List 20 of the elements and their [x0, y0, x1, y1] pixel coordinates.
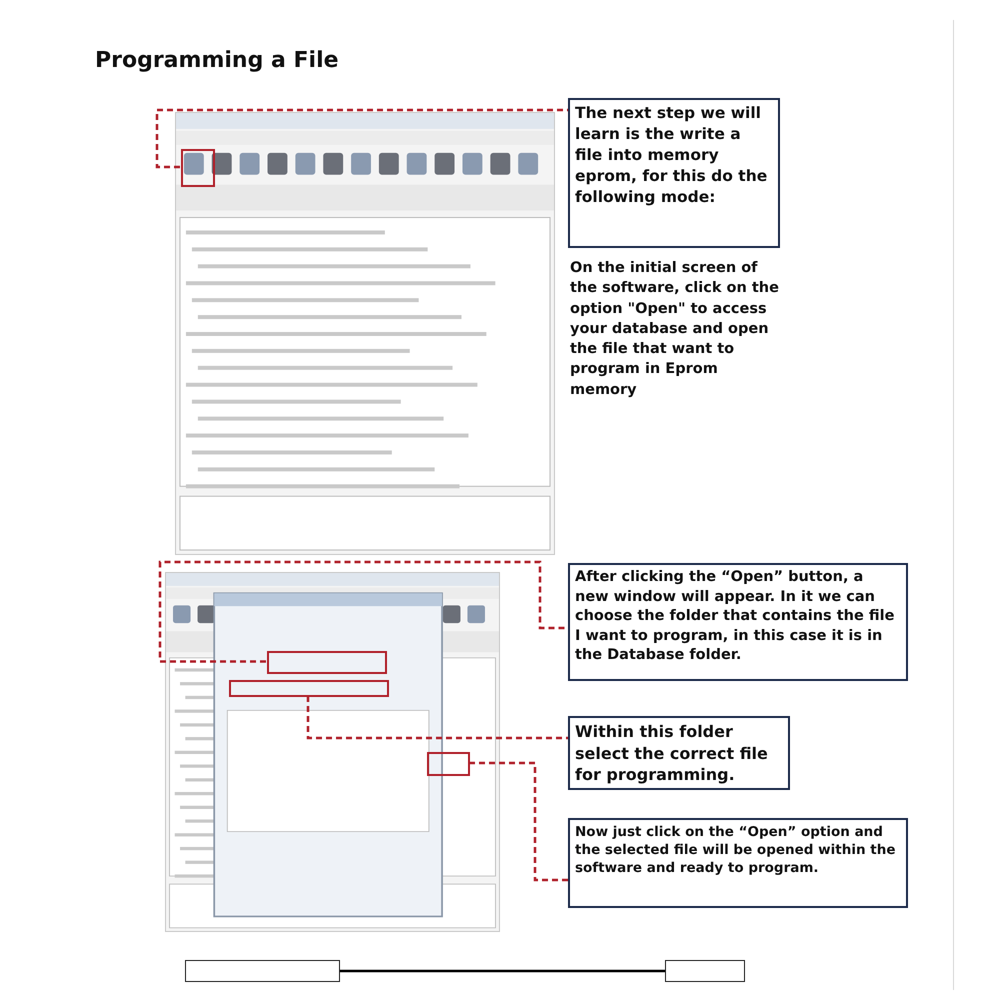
instruction-box [568, 818, 908, 908]
instruction-text: Within this folder select the correct file for programming. [575, 721, 769, 786]
highlight-frame [267, 651, 387, 674]
instruction-box [568, 98, 780, 248]
instruction-text: Now just click on the “Open” option and the selected file will be opened within the software and ready to program. [575, 823, 896, 878]
connector-line [340, 970, 665, 972]
instruction-text: The next step we will learn is the write a file into memory eprom, for this do the following mode: [575, 103, 768, 208]
dashed-connector [156, 108, 568, 168]
dashed-connector [469, 762, 568, 882]
footer-box [665, 960, 745, 982]
instruction-text: On the initial screen of the software, click on the option "Open" to access your database and open the file that want to program in Eprom memory [570, 259, 780, 400]
highlight-frame [181, 149, 215, 187]
page-title: Programming a File [95, 48, 339, 73]
instruction-box [568, 563, 908, 681]
dashed-connector [306, 696, 568, 740]
instruction-box [568, 716, 790, 790]
footer-box [185, 960, 340, 982]
highlight-frame [229, 680, 389, 697]
highlight-frame [427, 752, 470, 776]
instruction-text: After clicking the “Open” button, a new window will appear. In it we can choose the folder that contains the file I want to program, in this case it is in the Database folder. [575, 568, 896, 666]
